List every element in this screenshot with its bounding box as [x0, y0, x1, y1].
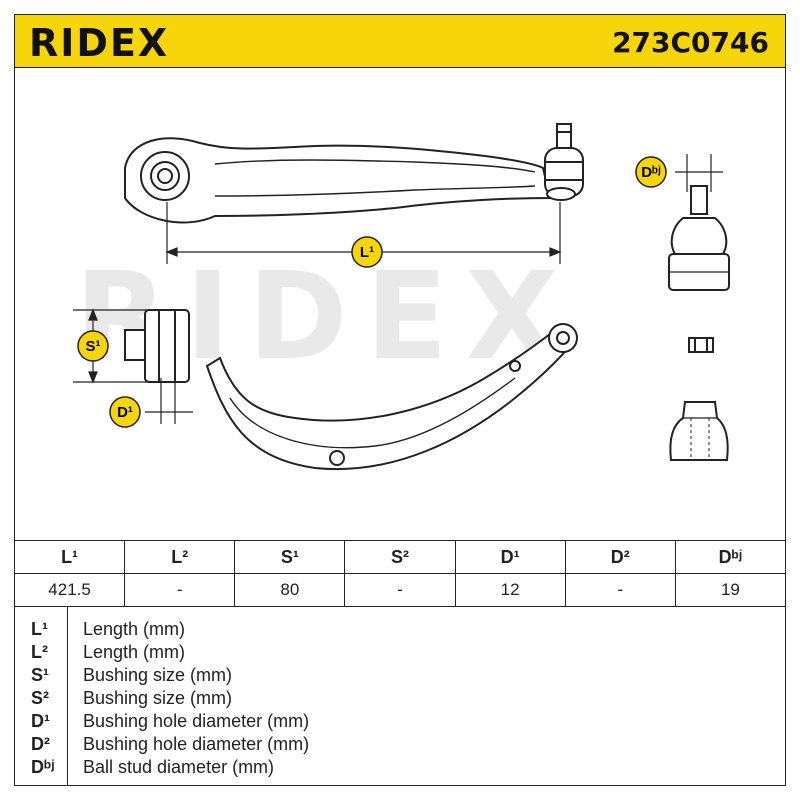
legend-symbol: S² — [31, 688, 49, 708]
specs-header-row: L¹ L² S¹ S² D¹ D² Dᵇʲ — [13, 540, 787, 574]
value-l1: 421.5 — [13, 573, 126, 607]
legend-symbol: L¹ — [31, 619, 48, 639]
value-d2: - — [564, 573, 676, 607]
legend-item: D¹ Bushing hole diameter (mm) — [15, 711, 785, 734]
legend-item: D² Bushing hole diameter (mm) — [15, 734, 785, 757]
legend-symbol: Dᵇʲ — [31, 757, 55, 777]
col-header-d2: D² — [564, 540, 676, 574]
col-header-l2: L² — [124, 540, 236, 574]
value-l2: - — [124, 573, 236, 607]
technical-drawing: RIDEX L¹ — [14, 68, 786, 540]
legend-text: Length (mm) — [83, 619, 186, 639]
value-d1: 12 — [454, 573, 566, 607]
brand-logo: RIDEX — [29, 21, 170, 65]
legend-symbol: D² — [31, 734, 50, 754]
value-s1: 80 — [234, 573, 346, 607]
legend-text: Bushing hole diameter (mm) — [83, 734, 310, 754]
l1-badge-label: L¹ — [360, 244, 374, 261]
d1-badge-label: D¹ — [117, 404, 133, 421]
value-s2: - — [344, 573, 456, 607]
legend-item: Dᵇʲ Ball stud diameter (mm) — [15, 757, 785, 780]
s1-badge: S¹ — [77, 330, 109, 362]
legend-item: S² Bushing size (mm) — [15, 688, 785, 711]
col-header-d1: D¹ — [454, 540, 566, 574]
legend-item: L¹ Length (mm) — [15, 619, 785, 642]
legend-symbol: S¹ — [31, 665, 49, 685]
legend-divider — [67, 607, 68, 785]
s1-badge-label: S¹ — [86, 338, 101, 355]
legend-item: L² Length (mm) — [15, 642, 785, 665]
legend-text: Bushing size (mm) — [83, 665, 233, 685]
d1-badge: D¹ — [109, 396, 141, 428]
legend-symbol: L² — [31, 642, 48, 662]
drawing-canvas: RIDEX L¹ — [73, 123, 730, 470]
legend-text: Bushing hole diameter (mm) — [83, 711, 310, 731]
col-header-l1: L¹ — [13, 540, 126, 574]
d1-dimension-line — [145, 378, 193, 424]
specs-value-row: 421.5 - 80 - 12 - 19 — [13, 573, 787, 607]
nut-detail — [688, 337, 714, 353]
part-number: 273C0746 — [612, 26, 769, 59]
col-header-s2: S² — [344, 540, 456, 574]
dbj-badge: Dᵇʲ — [635, 156, 667, 188]
legend-text: Bushing size (mm) — [83, 688, 233, 708]
control-arm-side-view — [124, 309, 578, 470]
legend-text: Ball stud diameter (mm) — [83, 757, 275, 777]
l1-badge: L¹ — [351, 236, 383, 268]
col-header-s1: S¹ — [234, 540, 346, 574]
s1-dimension-line — [73, 308, 155, 384]
legend-box: L¹ Length (mm) L² Length (mm) S¹ Bushing… — [14, 607, 786, 786]
legend-text: Length (mm) — [83, 642, 186, 662]
col-header-dbj: Dᵇʲ — [674, 540, 787, 574]
dust-boot-detail — [669, 401, 729, 461]
value-dbj: 19 — [674, 573, 787, 607]
dbj-badge-label: Dᵇʲ — [641, 164, 661, 181]
specs-table: L¹ L² S¹ S² D¹ D² Dᵇʲ 421.5 - 80 - 12 - … — [13, 540, 787, 607]
ball-stud-detail — [668, 154, 730, 291]
legend-item: S¹ Bushing size (mm) — [15, 665, 785, 688]
header-bar: RIDEX 273C0746 — [14, 14, 786, 68]
legend-symbol: D¹ — [31, 711, 50, 731]
control-arm-top-view — [124, 123, 584, 224]
